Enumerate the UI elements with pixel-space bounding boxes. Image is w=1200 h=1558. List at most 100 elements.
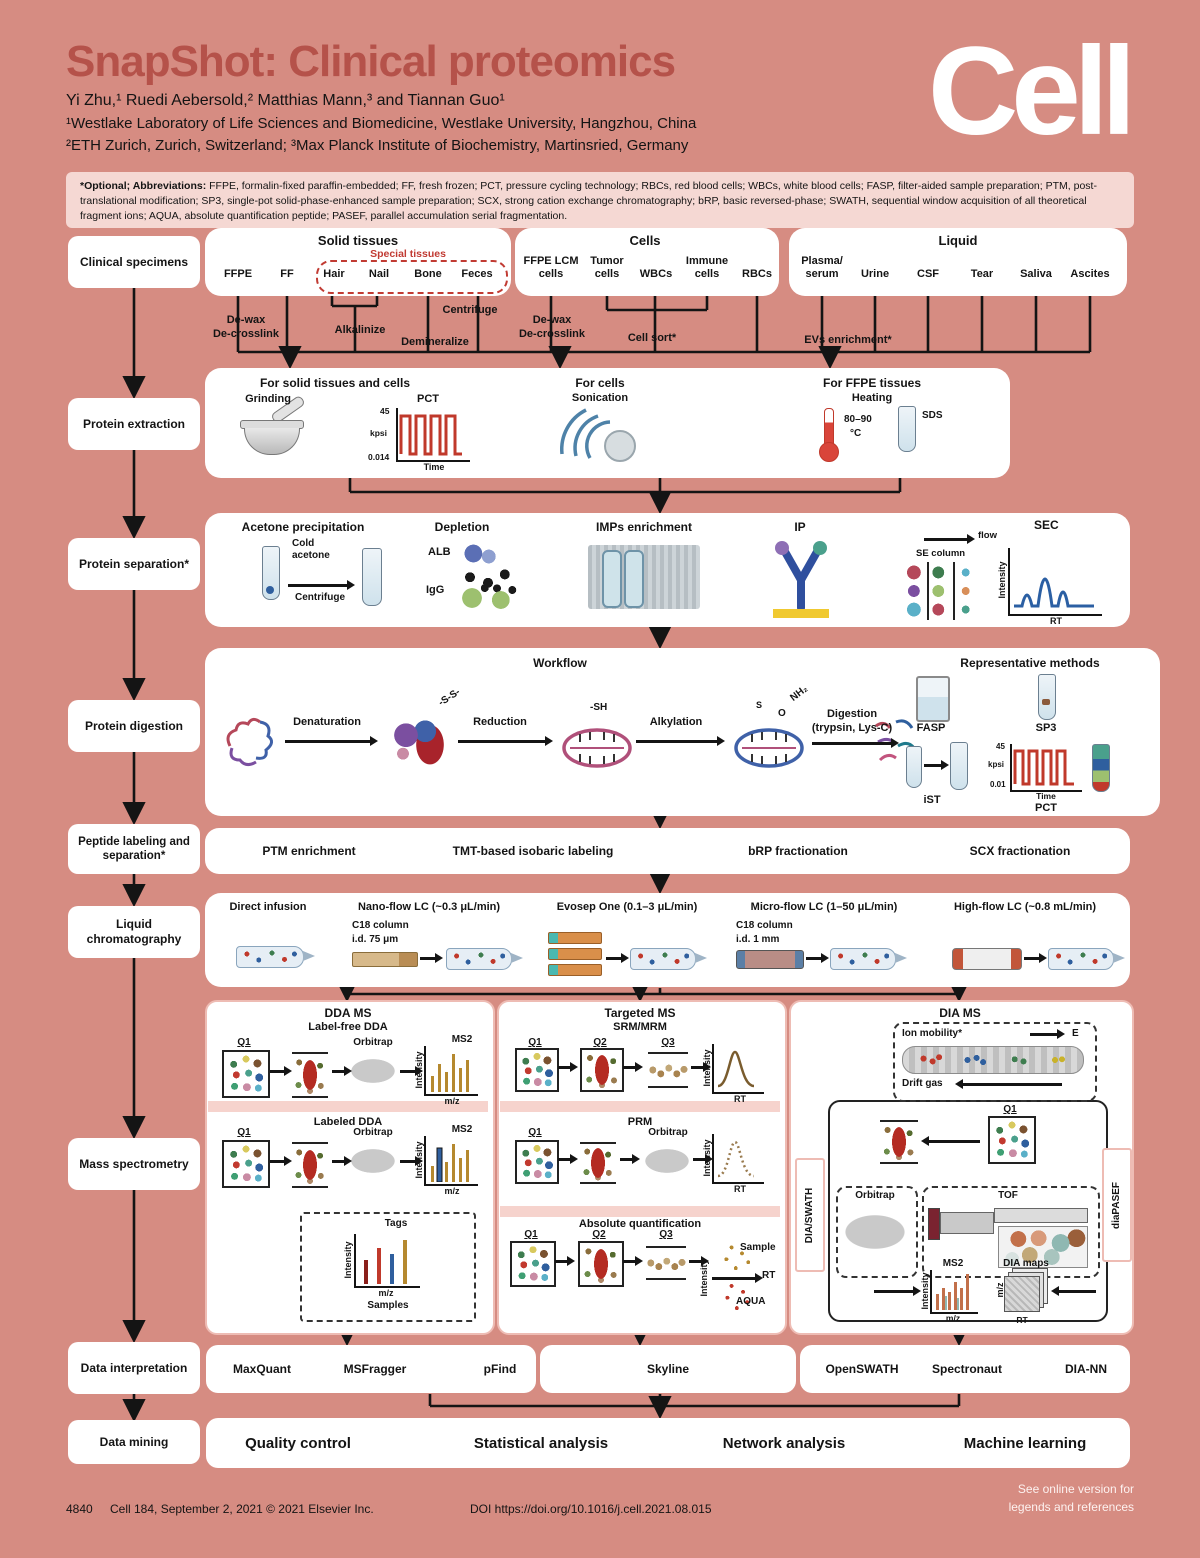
tool-skyline: Skyline bbox=[646, 1362, 690, 1376]
proc-decrosslink-solid: De-crosslink bbox=[212, 328, 280, 340]
sec-xlabel: RT bbox=[1050, 616, 1062, 626]
tags-intensity: Intensity bbox=[343, 1241, 353, 1279]
evosep-icon bbox=[548, 932, 602, 980]
imps-title: IMPs enrichment bbox=[595, 520, 693, 534]
micro-arrow bbox=[806, 953, 829, 962]
dda2-q1-box bbox=[222, 1140, 270, 1188]
dia-orbitrap-label: Orbitrap bbox=[855, 1190, 895, 1201]
cells-box bbox=[515, 228, 779, 296]
diapasef-label-box: diaPASEF bbox=[1102, 1148, 1132, 1262]
ion-mobility-tube-icon bbox=[902, 1046, 1084, 1074]
prm-arrow-1 bbox=[558, 1154, 578, 1163]
sonication-icon bbox=[556, 404, 646, 470]
sec-title: SEC bbox=[1034, 518, 1059, 532]
abs-sample-label: Sample bbox=[740, 1242, 776, 1253]
footer-page-number: 4840 bbox=[66, 1502, 93, 1516]
evosep-arrow bbox=[606, 953, 629, 962]
sds-tube-icon bbox=[898, 406, 916, 452]
tool-pfind: pFind bbox=[483, 1362, 517, 1376]
heating-temp-unit: °C bbox=[850, 428, 862, 439]
sp3-label: SP3 bbox=[1035, 722, 1057, 734]
dia-swath-label: DIA/SWATH bbox=[804, 1187, 816, 1243]
stage-mass-spectrometry: Mass spectrometry bbox=[68, 1138, 200, 1190]
proc-dewax-cells: De-wax bbox=[532, 314, 572, 326]
tags-mz: m/z bbox=[378, 1288, 394, 1298]
igg-label: IgG bbox=[426, 584, 445, 596]
srm-arrow-2 bbox=[623, 1062, 643, 1071]
affiliation-2: ²ETH Zurich, Zurich, Switzerland; ³Max P… bbox=[66, 137, 689, 154]
item-tumor-cells: Tumor cells bbox=[590, 255, 624, 280]
srm-q3-label: Q3 bbox=[661, 1037, 675, 1048]
srm-arrow-1 bbox=[558, 1062, 578, 1071]
high-column-icon bbox=[952, 948, 1022, 970]
item-ffpe: FFPE bbox=[223, 268, 253, 280]
abs-q2-label: Q2 bbox=[592, 1229, 606, 1240]
stage-data-mining: Data mining bbox=[68, 1420, 200, 1464]
dda-orbitrap-label: Orbitrap bbox=[353, 1037, 393, 1048]
abbreviations-box: *Optional; Abbreviations: FFPE, formalin… bbox=[66, 172, 1134, 228]
dda-label-free: Label-free DDA bbox=[308, 1021, 388, 1033]
depletion-title: Depletion bbox=[434, 520, 490, 534]
dda2-q1-label: Q1 bbox=[237, 1127, 251, 1138]
ion-mobility-label: Ion mobility* bbox=[902, 1028, 962, 1039]
dda2-mz: m/z bbox=[444, 1186, 460, 1196]
emitter-micro-icon bbox=[830, 948, 907, 970]
page-title: SnapShot: Clinical proteomics bbox=[66, 37, 676, 86]
affiliation-1: ¹Westlake Laboratory of Life Sciences an… bbox=[66, 115, 697, 132]
stage-liquid-chromatography: Liquid chromatography bbox=[68, 906, 200, 958]
item-ff: FF bbox=[280, 268, 294, 280]
membrane-icon bbox=[588, 545, 700, 609]
denaturation-label: Denaturation bbox=[293, 716, 361, 728]
sec-flow-arrow bbox=[924, 534, 975, 543]
alkylation-label: Alkylation bbox=[649, 716, 703, 728]
prm-orbitrap-icon bbox=[644, 1148, 690, 1174]
methods-title: Representative methods bbox=[960, 656, 1100, 670]
high-arrow bbox=[1024, 953, 1047, 962]
dia-frag-arrow bbox=[921, 1136, 980, 1145]
c18-nano-1: C18 column bbox=[352, 920, 409, 931]
mining-panel bbox=[206, 1418, 1130, 1468]
dda2-ms2-label: MS2 bbox=[451, 1124, 473, 1135]
item-feces: Feces bbox=[461, 268, 493, 280]
dia-q1-label: Q1 bbox=[1003, 1104, 1017, 1115]
abs-q3-plates bbox=[646, 1246, 686, 1280]
denaturation-arrow bbox=[285, 736, 378, 745]
ist-tube-1 bbox=[906, 746, 922, 788]
drift-gas-label: Drift gas bbox=[902, 1078, 943, 1089]
item-urine: Urine bbox=[860, 268, 890, 280]
dda-arrow-1 bbox=[270, 1066, 292, 1075]
reduction-arrow bbox=[458, 736, 553, 745]
tags-plot bbox=[354, 1234, 420, 1288]
item-immune-cells: Immune cells bbox=[685, 255, 729, 280]
o-label: O bbox=[778, 708, 786, 719]
nano-arrow bbox=[420, 953, 443, 962]
abs-arrow-2 bbox=[623, 1256, 643, 1265]
dia-maps-rt: RT bbox=[1016, 1315, 1028, 1325]
item-ffpe-lcm-cells: FFPE LCM cells bbox=[523, 255, 579, 280]
dia-orbitrap-box bbox=[836, 1186, 918, 1278]
acetone-arrow bbox=[288, 580, 355, 589]
sp3-icon bbox=[1038, 674, 1056, 720]
srm-rt: RT bbox=[734, 1094, 746, 1104]
mining-network-analysis: Network analysis bbox=[722, 1435, 846, 1452]
antibody-icon bbox=[772, 536, 830, 620]
heating-label: Heating bbox=[851, 392, 893, 404]
denatured-protein-icon bbox=[388, 710, 448, 766]
dda2-arrow-2 bbox=[332, 1156, 352, 1165]
cells-title: Cells bbox=[629, 233, 661, 248]
dda2-orbitrap-label: Orbitrap bbox=[353, 1127, 393, 1138]
dda-arrow-3 bbox=[400, 1066, 423, 1075]
tags-inset-box bbox=[300, 1212, 476, 1322]
proc-alkalinize: Alkalinize bbox=[334, 324, 386, 336]
emitter-evosep-icon bbox=[630, 948, 707, 970]
abs-q3-label: Q3 bbox=[659, 1229, 673, 1240]
pct-ymin: 0.014 bbox=[368, 452, 390, 462]
c18-micro-2: i.d. 1 mm bbox=[736, 934, 780, 945]
dia-title: DIA MS bbox=[939, 1006, 981, 1020]
lc-nano-flow: Nano-flow LC (~0.3 μL/min) bbox=[357, 901, 501, 913]
sonication-label: Sonication bbox=[571, 392, 629, 404]
micro-column-icon bbox=[736, 950, 804, 969]
ist-label: iST bbox=[923, 794, 941, 806]
lc-direct-infusion: Direct infusion bbox=[229, 901, 307, 913]
proc-demineralize: Demineralize bbox=[401, 336, 469, 348]
